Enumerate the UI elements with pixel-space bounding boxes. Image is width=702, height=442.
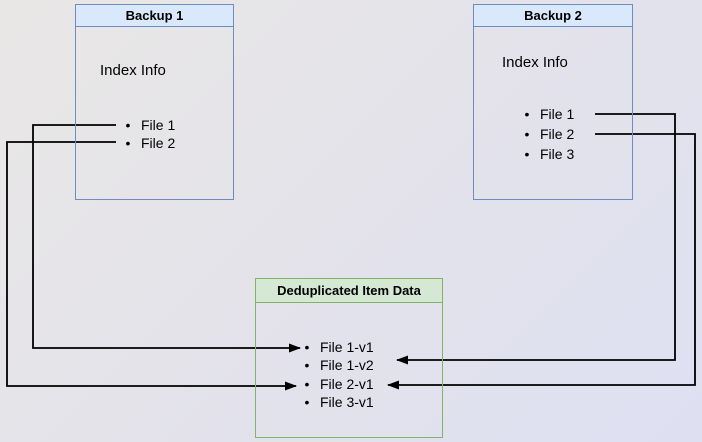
list-item-label: File 3 xyxy=(540,146,575,162)
bullet-icon: • xyxy=(304,357,310,374)
list-item-label: File 1 xyxy=(540,106,575,122)
bullet-icon: • xyxy=(304,394,310,411)
deduplicated-item-data-box: Deduplicated Item Data xyxy=(255,278,443,438)
list-item-label: File 3-v1 xyxy=(320,394,374,411)
backup1-file-list: • File 1 • File 2 xyxy=(121,116,176,152)
list-item-label: File 2 xyxy=(540,126,575,142)
list-item: • File 1 xyxy=(520,104,575,124)
list-item-label: File 1 xyxy=(141,117,176,133)
list-item-label: File 1-v2 xyxy=(320,357,374,374)
bullet-icon: • xyxy=(524,146,530,162)
backup2-box: Backup 2 xyxy=(473,4,633,200)
list-item: • File 2 xyxy=(520,124,575,144)
bullet-icon: • xyxy=(125,117,131,133)
backup2-title: Backup 2 xyxy=(474,5,632,27)
bullet-icon: • xyxy=(304,375,310,392)
list-item-label: File 1-v1 xyxy=(320,339,374,356)
dedup-file-list: • File 1-v1 • File 1-v2 • File 2-v1 • Fi… xyxy=(300,338,374,411)
bullet-icon: • xyxy=(524,106,530,122)
list-item: • File 1-v1 xyxy=(300,338,374,356)
list-item: • File 1 xyxy=(121,116,176,134)
bullet-icon: • xyxy=(524,126,530,142)
list-item-label: File 2-v1 xyxy=(320,375,374,392)
backup1-title: Backup 1 xyxy=(76,5,233,27)
list-item-label: File 2 xyxy=(141,135,176,151)
backup2-index-info-label: Index Info xyxy=(502,54,568,71)
dedup-title: Deduplicated Item Data xyxy=(256,279,442,303)
list-item: • File 1-v2 xyxy=(300,356,374,374)
bullet-icon: • xyxy=(304,339,310,356)
backup2-file-list: • File 1 • File 2 • File 3 xyxy=(520,104,575,164)
backup1-index-info-label: Index Info xyxy=(100,62,166,79)
backup1-box: Backup 1 xyxy=(75,4,234,200)
list-item: • File 2-v1 xyxy=(300,375,374,393)
list-item: • File 2 xyxy=(121,134,176,152)
bullet-icon: • xyxy=(125,135,131,151)
list-item: • File 3 xyxy=(520,144,575,164)
list-item: • File 3-v1 xyxy=(300,393,374,411)
